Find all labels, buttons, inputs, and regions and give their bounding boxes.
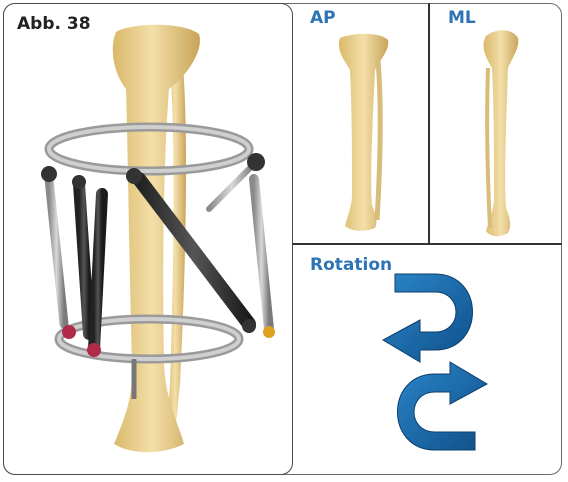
tibia-ap-image — [330, 30, 400, 235]
divider-top-bottom — [292, 243, 562, 245]
figure-label: Abb. 38 — [17, 14, 91, 34]
view-label-ml: ML — [448, 8, 476, 28]
divider-ap-ml — [428, 3, 430, 244]
fibula — [166, 54, 186, 444]
rotation-arrows-icon — [365, 262, 505, 462]
fixator-panel: Abb. 38 — [3, 3, 293, 475]
tibia-ml-image — [478, 28, 528, 240]
view-label-ap: AP — [310, 8, 336, 28]
hexapod-fixator-image — [4, 4, 293, 475]
